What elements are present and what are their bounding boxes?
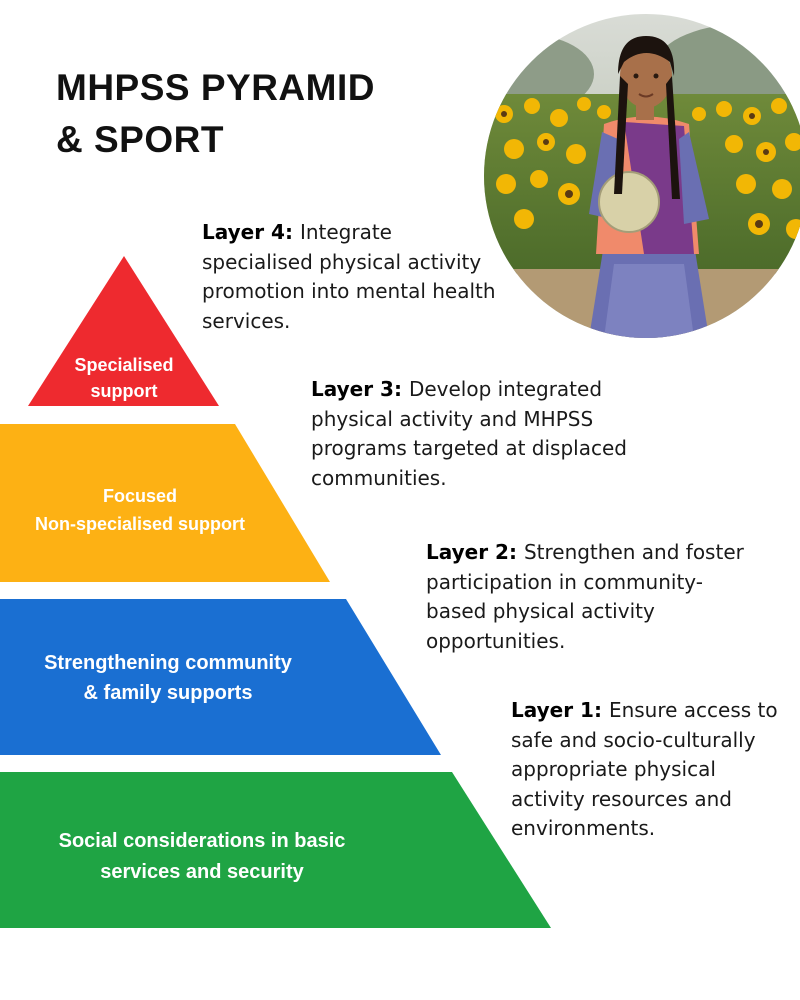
- layer-1-body: Ensure access to safe and socio-cultural…: [511, 698, 778, 840]
- pyramid-layer-3-line-1: Focused: [102, 486, 177, 506]
- pyramid-layer-4-shape: [28, 256, 219, 406]
- pyramid-layer-4-line-2: support: [90, 381, 158, 401]
- pyramid-layer-3-shape: [0, 424, 330, 582]
- title-line-1: MHPSS PYRAMID: [56, 67, 375, 108]
- layer-3-description: Layer 3: Develop integrated physical act…: [311, 375, 661, 493]
- pyramid-layer-2-line-2: & family supports: [83, 682, 253, 704]
- pyramid-layer-2-label: Strengthening community & family support…: [18, 648, 318, 708]
- layer-1-description: Layer 1: Ensure access to safe and socio…: [511, 696, 791, 844]
- pyramid-layer-2-line-1: Strengthening community: [44, 652, 292, 674]
- layer-4-body: Integrate specialised physical activity …: [202, 220, 496, 333]
- layer-3-heading: Layer 3:: [311, 377, 409, 401]
- girl-with-ball-photo: [484, 14, 800, 338]
- layer-2-description: Layer 2: Strengthen and foster participa…: [426, 538, 761, 656]
- title-line-2: & SPORT: [56, 119, 224, 160]
- layer-2-body: Strengthen and foster participation in c…: [426, 540, 744, 653]
- layer-2-heading: Layer 2:: [426, 540, 524, 564]
- pyramid-layer-1-line-2: services and security: [100, 861, 304, 883]
- pyramid-layer-1-label: Social considerations in basic services …: [32, 826, 372, 888]
- pyramid-layer-1-line-1: Social considerations in basic: [58, 830, 346, 852]
- layer-4-heading: Layer 4:: [202, 220, 300, 244]
- layer-3-body: Develop integrated physical activity and…: [311, 377, 627, 490]
- pyramid-layer-4-line-1: Specialised: [74, 355, 174, 375]
- pyramid-layer-3-label: Focused Non-specialised support: [10, 482, 270, 538]
- pyramid-layer-4-label: Specialised support: [54, 352, 194, 404]
- pyramid-layer-2-shape: [0, 599, 441, 755]
- pyramid-layer-1-shape: [0, 772, 551, 928]
- layer-1-heading: Layer 1:: [511, 698, 609, 722]
- pyramid-layer-3-line-2: Non-specialised support: [34, 514, 246, 534]
- page-title: MHPSS PYRAMID & SPORT: [56, 62, 476, 166]
- layer-4-description: Layer 4: Integrate specialised physical …: [202, 218, 502, 336]
